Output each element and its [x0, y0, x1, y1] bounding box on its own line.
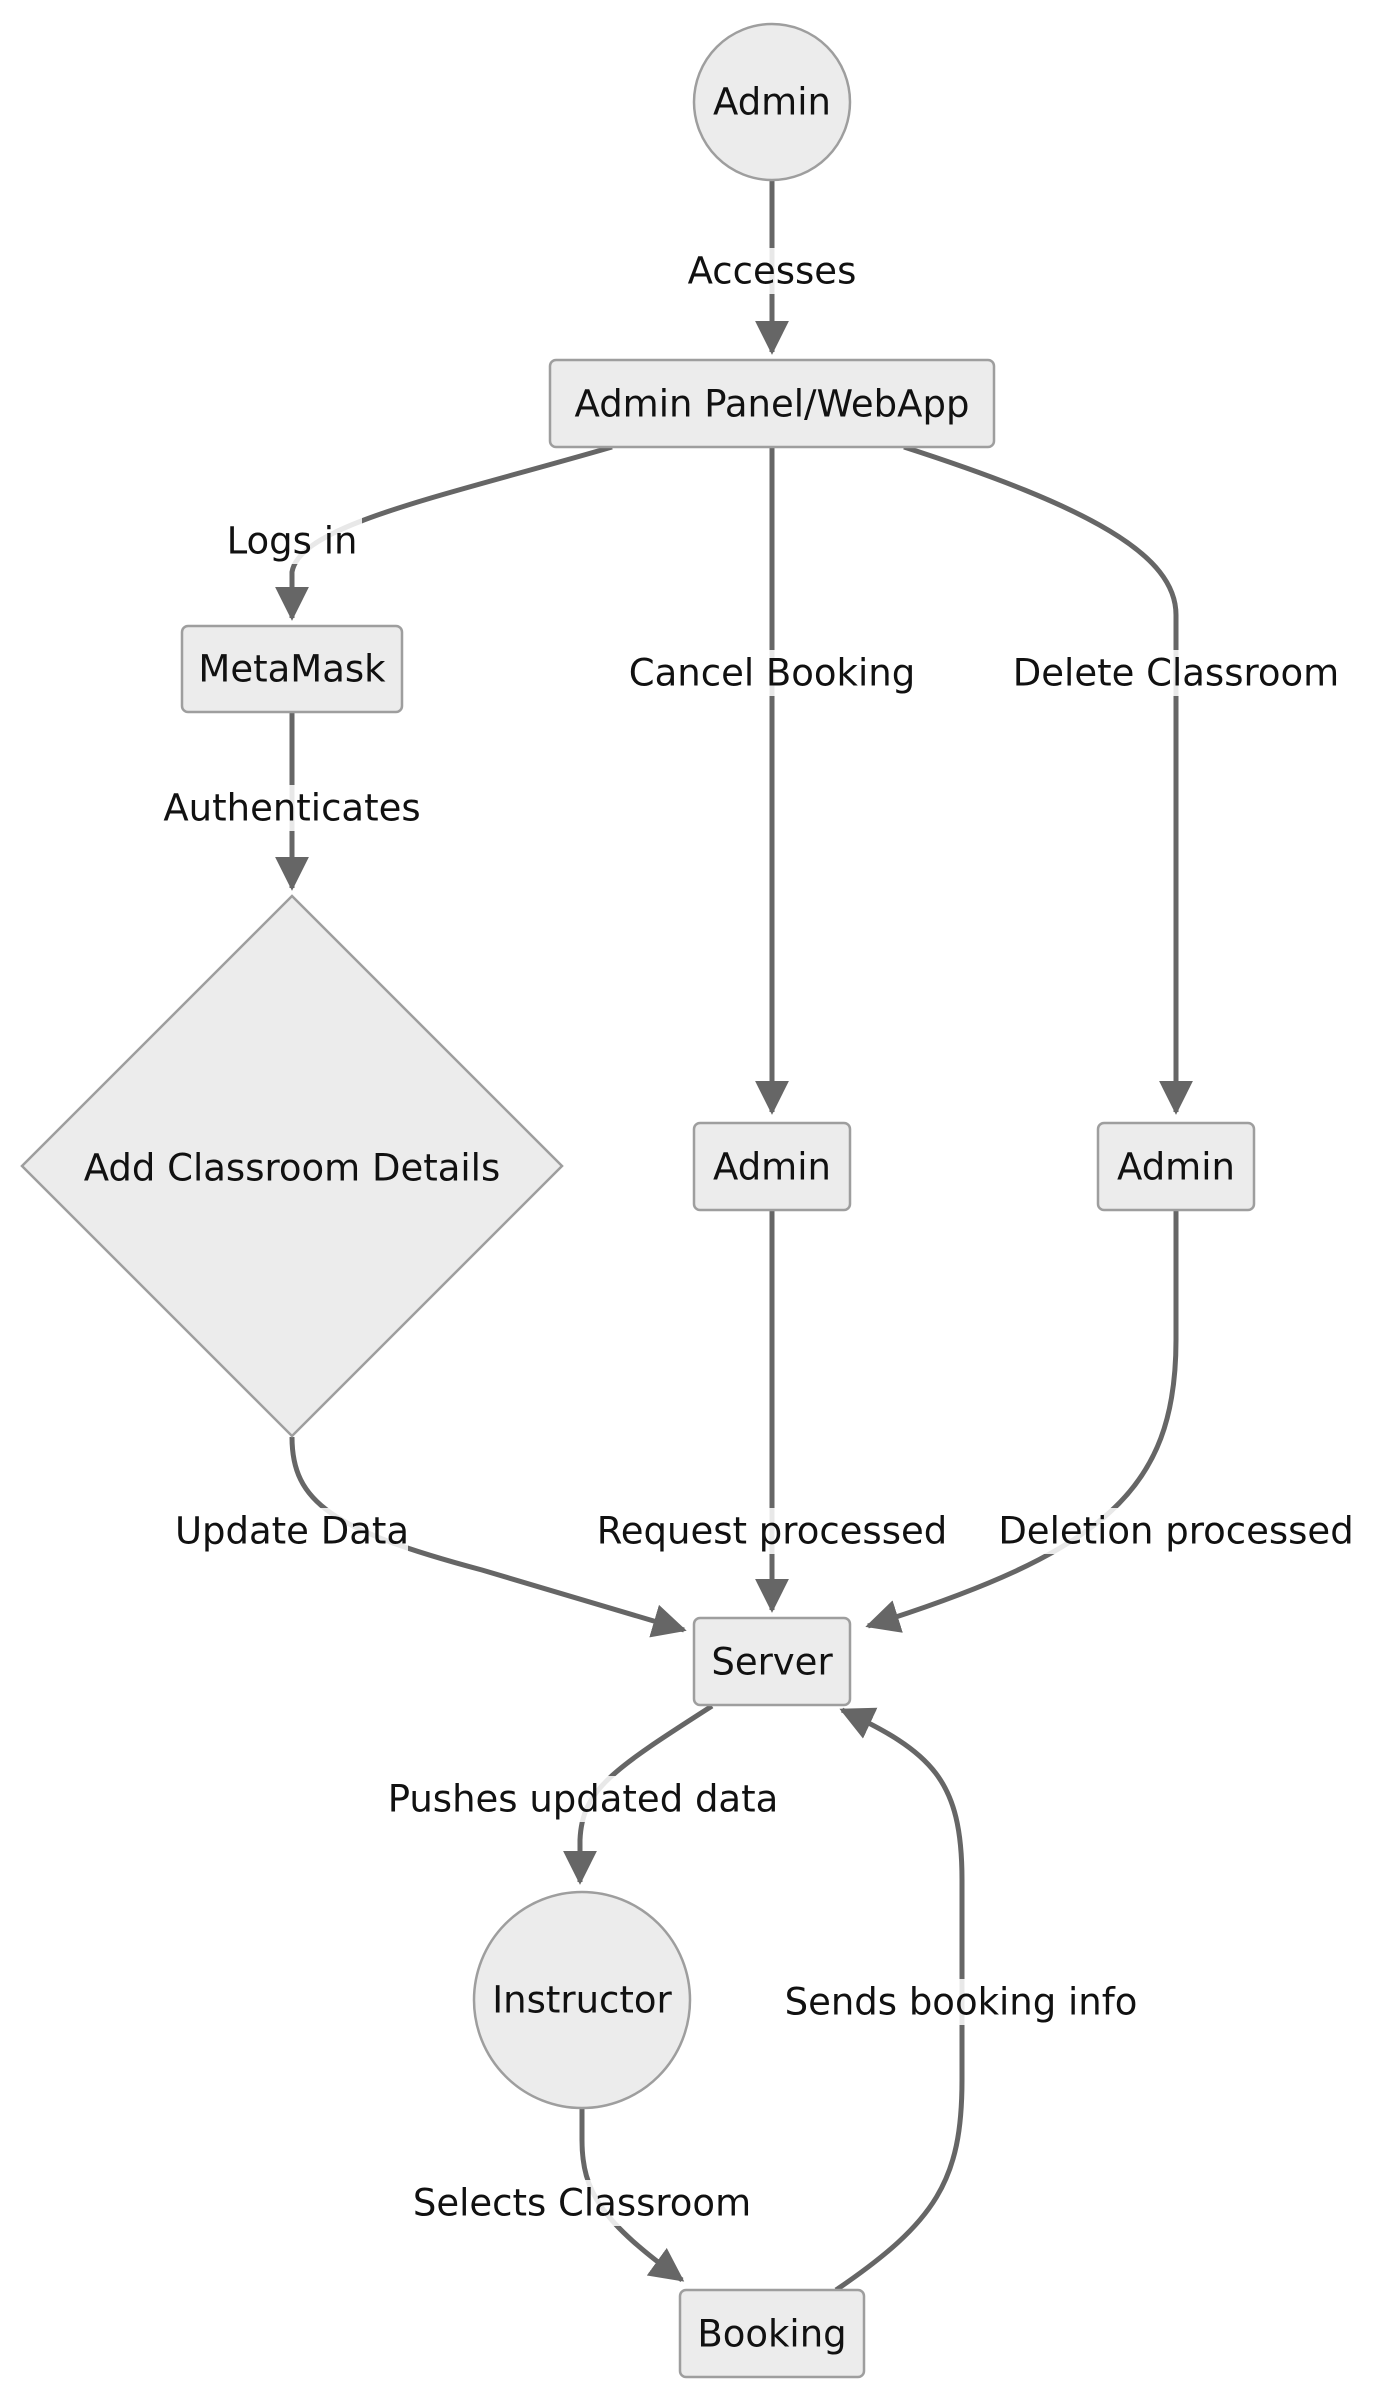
node-server[interactable]: Server	[692, 1616, 852, 1707]
node-booking-label: Booking	[697, 2313, 846, 2356]
node-add-classroom-details[interactable]: Add Classroom Details	[20, 894, 564, 1438]
edge-label-sends-booking-info-text: Sends booking info	[785, 1981, 1138, 2024]
node-admin-delete[interactable]: Admin	[1096, 1121, 1256, 1212]
edge-label-authenticates: Authenticates	[162, 785, 422, 831]
edge-label-delete-classroom-text: Delete Classroom	[1013, 652, 1339, 695]
edge-label-request-processed-text: Request processed	[597, 1510, 948, 1553]
edge-label-authenticates-text: Authenticates	[163, 787, 420, 830]
node-admin-delete-label: Admin	[1117, 1146, 1235, 1189]
edge-label-update-data: Update Data	[175, 1508, 409, 1554]
edge-label-deletion-processed-text: Deletion processed	[998, 1510, 1353, 1553]
edge-delete-classroom	[903, 444, 1193, 1115]
node-admin-start[interactable]: Admin	[692, 22, 852, 182]
node-admin-start-label: Admin	[713, 81, 831, 124]
node-booking[interactable]: Booking	[678, 2288, 866, 2379]
edge-label-request-processed: Request processed	[597, 1508, 948, 1554]
edge-label-selects-classroom: Selects Classroom	[413, 2180, 751, 2226]
edge-label-cancel-booking: Cancel Booking	[628, 650, 916, 696]
node-admin-cancel[interactable]: Admin	[692, 1121, 852, 1212]
node-admin-panel-label: Admin Panel/WebApp	[575, 383, 970, 426]
edge-label-accesses: Accesses	[680, 248, 864, 294]
nodes: Admin Admin Panel/WebApp MetaMask Add Cl…	[20, 22, 1256, 2379]
edge-label-cancel-booking-text: Cancel Booking	[629, 652, 915, 695]
edge-deletion-processed	[865, 1210, 1179, 1633]
node-admin-panel[interactable]: Admin Panel/WebApp	[548, 358, 996, 449]
edge-label-logs-in-text: Logs in	[227, 520, 358, 563]
edge-label-sends-booking-info: Sends booking info	[780, 1979, 1142, 2025]
edge-label-logs-in: Logs in	[222, 518, 362, 564]
node-metamask[interactable]: MetaMask	[180, 624, 404, 714]
edge-label-pushes-updated-data: Pushes updated data	[386, 1776, 780, 1822]
edge-label-deletion-processed: Deletion processed	[998, 1508, 1354, 1554]
edge-label-selects-classroom-text: Selects Classroom	[413, 2182, 751, 2225]
node-instructor[interactable]: Instructor	[472, 1890, 692, 2110]
edge-label-accesses-text: Accesses	[688, 250, 857, 293]
edge-label-update-data-text: Update Data	[175, 1510, 409, 1553]
node-admin-cancel-label: Admin	[713, 1146, 831, 1189]
node-metamask-label: MetaMask	[198, 648, 386, 691]
edge-label-delete-classroom: Delete Classroom	[1010, 650, 1342, 696]
node-instructor-label: Instructor	[492, 1979, 672, 2022]
edge-label-pushes-updated-data-text: Pushes updated data	[388, 1778, 779, 1821]
edge-labels: Accesses Logs in Cancel Booking Delete C…	[162, 248, 1354, 2226]
node-add-classroom-details-label: Add Classroom Details	[84, 1147, 501, 1190]
node-server-label: Server	[711, 1641, 833, 1684]
edge-sends-booking-info	[834, 1707, 965, 2293]
